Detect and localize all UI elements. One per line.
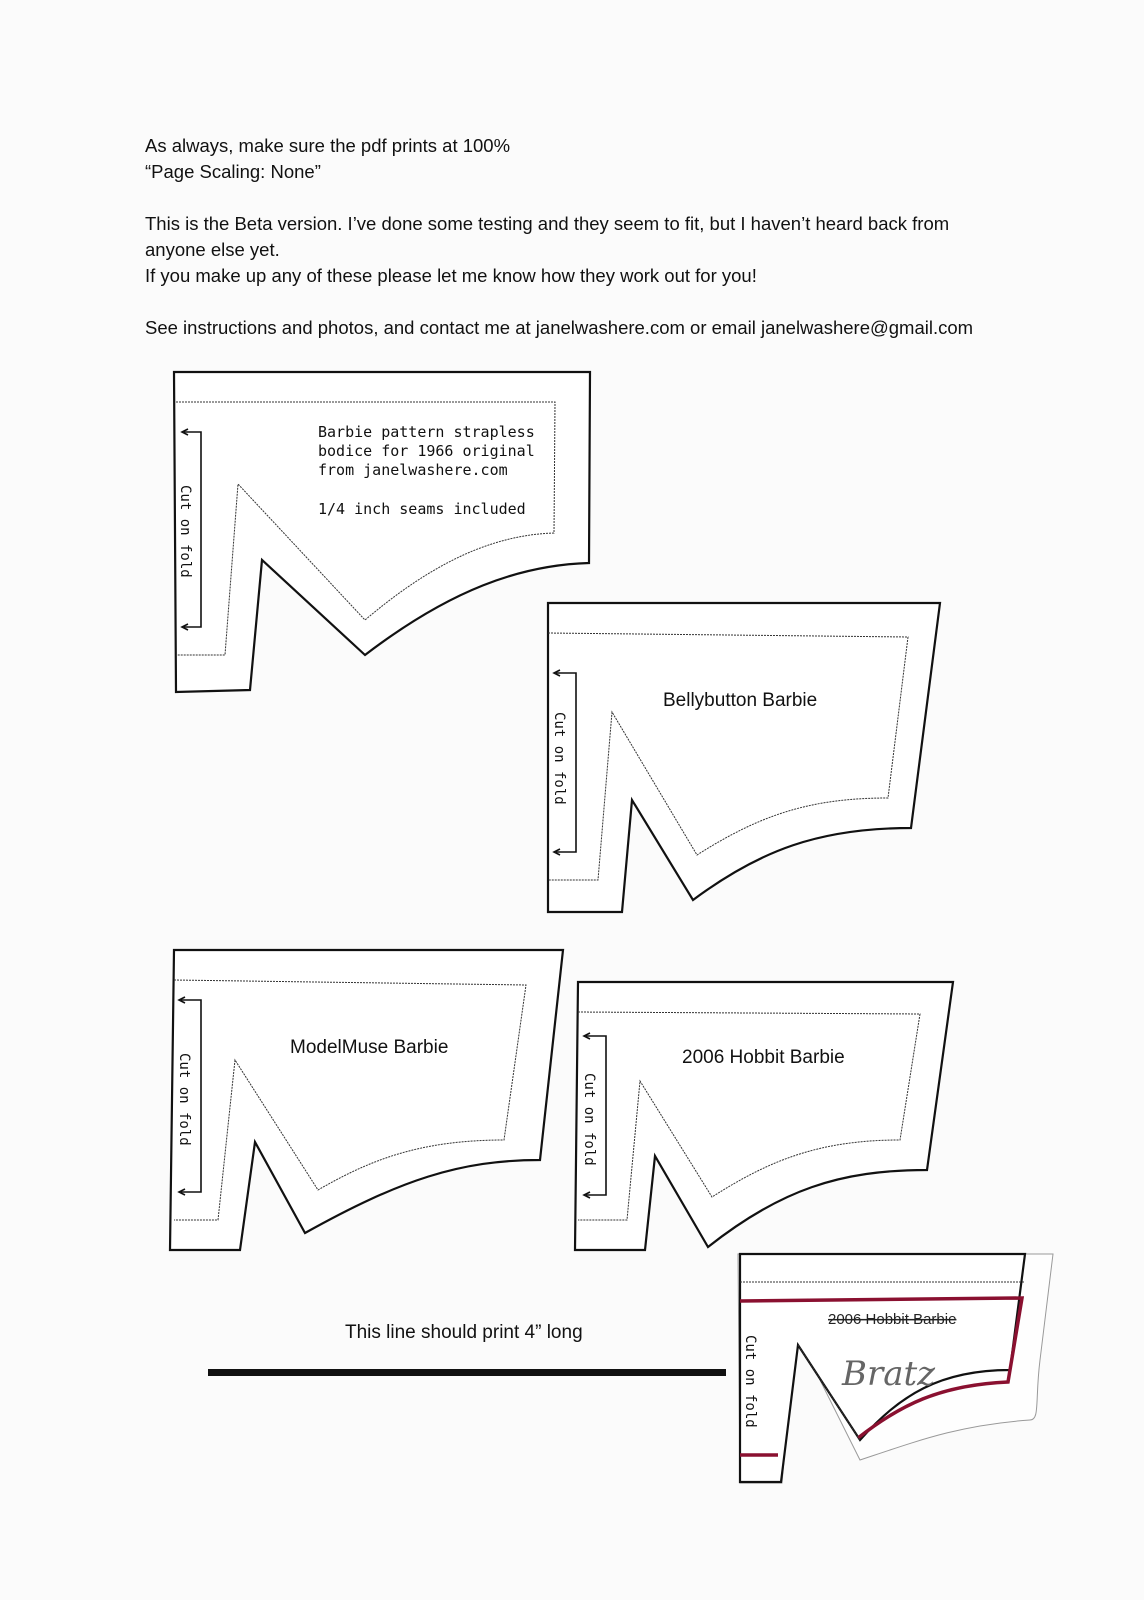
instruction-line: As always, make sure the pdf prints at 1… bbox=[145, 135, 511, 156]
pattern-label: from janelwashere.com bbox=[318, 461, 508, 479]
cut-on-fold-label: Cut on fold bbox=[581, 1073, 597, 1166]
instruction-line: This is the Beta version. I’ve done some… bbox=[145, 213, 950, 234]
instructions-block: As always, make sure the pdf prints at 1… bbox=[145, 133, 973, 341]
scale-line bbox=[208, 1369, 726, 1376]
pattern-piece-hobbit: Cut on fold 2006 Hobbit Barbie bbox=[573, 980, 955, 1252]
pattern-piece-modelmuse: Cut on fold ModelMuse Barbie bbox=[168, 948, 565, 1252]
instruction-line: “Page Scaling: None” bbox=[145, 161, 321, 182]
pattern-label: 2006 Hobbit Barbie bbox=[682, 1047, 845, 1068]
pattern-piece-original: Cut on fold Barbie pattern strapless bod… bbox=[172, 370, 592, 694]
pattern-label: 1/4 inch seams included bbox=[318, 500, 526, 518]
cut-on-fold-label: Cut on fold bbox=[176, 1053, 192, 1146]
pattern-piece-bratz: Cut on fold 2006 Hobbit Barbie Bratz bbox=[737, 1252, 1054, 1484]
traced-outline bbox=[739, 1296, 1025, 1440]
crossed-out-label: 2006 Hobbit Barbie bbox=[828, 1311, 956, 1328]
pattern-label: Barbie pattern strapless bbox=[318, 423, 535, 441]
contact-line: See instructions and photos, and contact… bbox=[145, 317, 974, 338]
cut-on-fold-label: Cut on fold bbox=[551, 712, 567, 805]
scale-caption: This line should print 4” long bbox=[345, 1322, 583, 1343]
pattern-label: ModelMuse Barbie bbox=[290, 1037, 448, 1058]
instruction-line: anyone else yet. bbox=[145, 239, 280, 260]
cut-on-fold-label: Cut on fold bbox=[742, 1335, 758, 1428]
handwritten-label: Bratz bbox=[841, 1354, 936, 1394]
instruction-line: If you make up any of these please let m… bbox=[145, 265, 757, 286]
pattern-label: Bellybutton Barbie bbox=[663, 690, 817, 711]
cut-on-fold-label: Cut on fold bbox=[177, 485, 193, 578]
pattern-label: bodice for 1966 original bbox=[318, 442, 535, 460]
pattern-piece-bellybutton: Cut on fold Bellybutton Barbie bbox=[546, 601, 942, 914]
